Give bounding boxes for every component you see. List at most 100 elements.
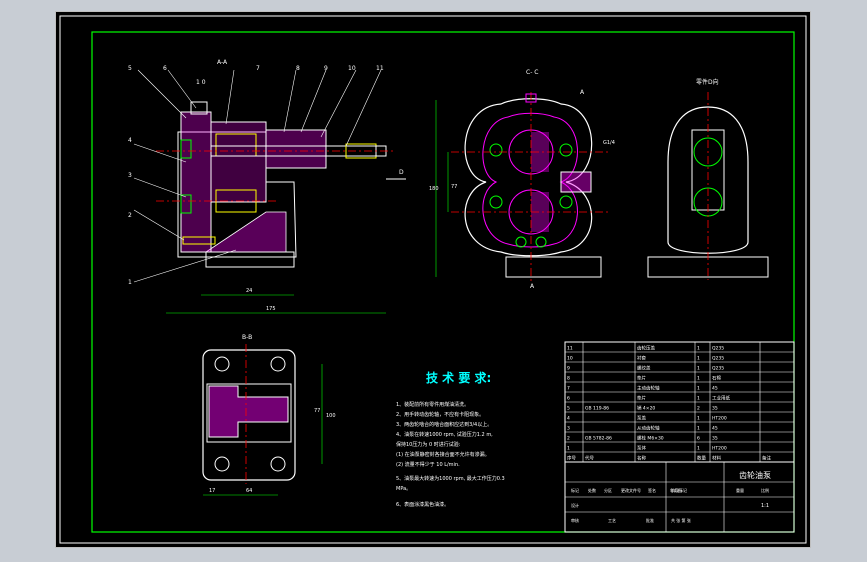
dim-100: 100 [326, 413, 336, 419]
bom-cell-mat: 35 [712, 436, 718, 442]
tech-item-6: (1) 在油泵静密封各接合面不允许有渗漏。 [396, 451, 490, 458]
balloon-8: 8 [296, 65, 300, 72]
dim-180: 180 [429, 186, 439, 192]
bom-cell-no: 7 [567, 386, 570, 392]
bom-cell-no: 10 [567, 356, 573, 362]
bom-cell-name: 螺纹盖 [637, 365, 651, 372]
bom-cell-qty: 6 [697, 436, 700, 442]
dim-77b: 77 [314, 408, 320, 414]
tech-item-1: 1、装配前所有零件用煤油清洗。 [396, 401, 469, 408]
bom-cell-name: 螺栓 M6×30 [637, 435, 664, 442]
bom-cell-no: 9 [567, 366, 570, 372]
bom-header-cell: 备注 [762, 455, 771, 462]
tb-label-change: 更改文件号 [621, 487, 641, 493]
bolt [182, 236, 216, 245]
bom-header-cell: 材料 [712, 455, 721, 462]
arrow-d-label: D [399, 169, 404, 176]
d-view-body [667, 106, 749, 254]
bom-cell-name: 泵体 [637, 445, 646, 452]
balloon-11: 11 [376, 65, 384, 72]
gear-top-hatch [531, 132, 549, 172]
dim-24: 24 [246, 288, 252, 294]
balloon-6: 6 [163, 65, 167, 72]
bb-plate [202, 349, 296, 481]
bom-cell-mat: 工业用纸 [712, 395, 730, 402]
bom-header-cell: 名称 [637, 455, 646, 462]
bom-cell-name: 从动齿轮轴 [637, 425, 660, 432]
dim-17: 17 [209, 488, 215, 494]
bom-cell-name: 垫片 [637, 395, 646, 402]
shaft-boss [265, 129, 327, 169]
bom-cell-name: 主动齿轮轴 [637, 385, 660, 392]
pump-body-front [464, 98, 593, 257]
bom-cell-qty: 1 [697, 376, 700, 382]
bom-cell-code: GB 5782-86 [585, 436, 612, 442]
label-aa: A-A [217, 59, 228, 66]
bom-header-cell: 数量 [697, 455, 706, 462]
bom-cell-mat: 石棉 [712, 375, 721, 382]
tb-label-approve: 批准 [646, 517, 654, 523]
bom-cell-name: 衬套 [637, 355, 646, 362]
balloon-3: 3 [128, 172, 132, 179]
tb-label-design: 设计 [571, 502, 579, 508]
tb-label-sign: 签名 [648, 487, 656, 493]
bom-header-cell: 代号 [585, 455, 594, 462]
bom-cell-code: GB 119-86 [585, 406, 609, 412]
balloon-10a: 1 0 [196, 79, 206, 86]
tb-label-process: 工艺 [608, 518, 616, 523]
bom-cell-qty: 1 [697, 446, 700, 452]
tb-scale-value: 1:1 [761, 503, 769, 509]
tb-label-mark: 标记 [571, 487, 579, 493]
bom-cell-mat: 45 [712, 386, 718, 392]
pump-cover [180, 111, 212, 253]
cc-base [505, 256, 602, 278]
bom-cell-qty: 1 [697, 386, 700, 392]
top-plug [525, 93, 537, 103]
tb-label-stage: 阶段标记 [671, 487, 687, 493]
tech-item-9: MPa。 [396, 486, 411, 492]
tech-item-4: 4、油泵在转速1000 rpm, 试验压力1.2 m, [396, 431, 493, 438]
title-block: 齿轮油泵 标记 处数 分区 更改文件号 签名 年月日 设计 审核 工艺 批准 阶… [564, 461, 795, 533]
bom-cell-no: 2 [567, 436, 570, 442]
tb-label-count: 处数 [588, 487, 596, 493]
balloon-9: 9 [324, 65, 328, 72]
bom-cell-qty: 1 [697, 416, 700, 422]
bb-inner [206, 383, 292, 443]
section-aa-view: A-A [128, 59, 406, 314]
arrow-a-top: A [580, 89, 585, 96]
bom-cell-no: 3 [567, 426, 570, 432]
tech-title: 技 术 要 求: [426, 370, 491, 385]
bb-hatch [208, 385, 289, 438]
bom-cell-mat: HT200 [712, 446, 727, 452]
arrow-a-bottom: A [530, 283, 535, 290]
bom-cell-no: 8 [567, 376, 570, 382]
inner-frame [91, 31, 795, 533]
gear-bottom-hatch [531, 192, 549, 232]
label-bb: B-B [242, 334, 252, 341]
drawing-sheet: A-A [55, 11, 811, 548]
section-cc-view: C- C 180 77 [429, 69, 615, 290]
dim-g: G1/4 [603, 140, 615, 146]
tech-item-5: 保持10压力为 0 时进行试验: [396, 441, 461, 448]
bom-cell-no: 1 [567, 446, 570, 452]
dim-77: 77 [451, 184, 457, 190]
balloon-4: 4 [128, 137, 132, 144]
dim-64: 64 [246, 488, 252, 494]
bom-cell-mat: Q235 [712, 366, 724, 372]
bom-cell-mat: Q235 [712, 356, 724, 362]
tech-item-2: 2、用手转动齿轮轴，不应有卡阻现象。 [396, 411, 484, 418]
tb-label-zone: 分区 [604, 487, 612, 493]
balloon-2: 2 [128, 212, 132, 219]
balloon-1: 1 [128, 279, 132, 286]
section-bb-view: B-B 100 77 17 64 [202, 334, 336, 496]
outer-border [59, 15, 807, 544]
tb-label-date: 年月日 [670, 487, 682, 493]
bom-cell-qty: 1 [697, 356, 700, 362]
bom-cell-no: 6 [567, 396, 570, 402]
tb-label-review: 审核 [571, 517, 579, 523]
tech-item-10: 6、表面涂漆黑色油漆。 [396, 501, 449, 508]
bearing-bottom [180, 194, 192, 214]
bom-cell-name: 销 4×20 [637, 405, 655, 412]
view-d: 零件D向 [647, 78, 769, 280]
